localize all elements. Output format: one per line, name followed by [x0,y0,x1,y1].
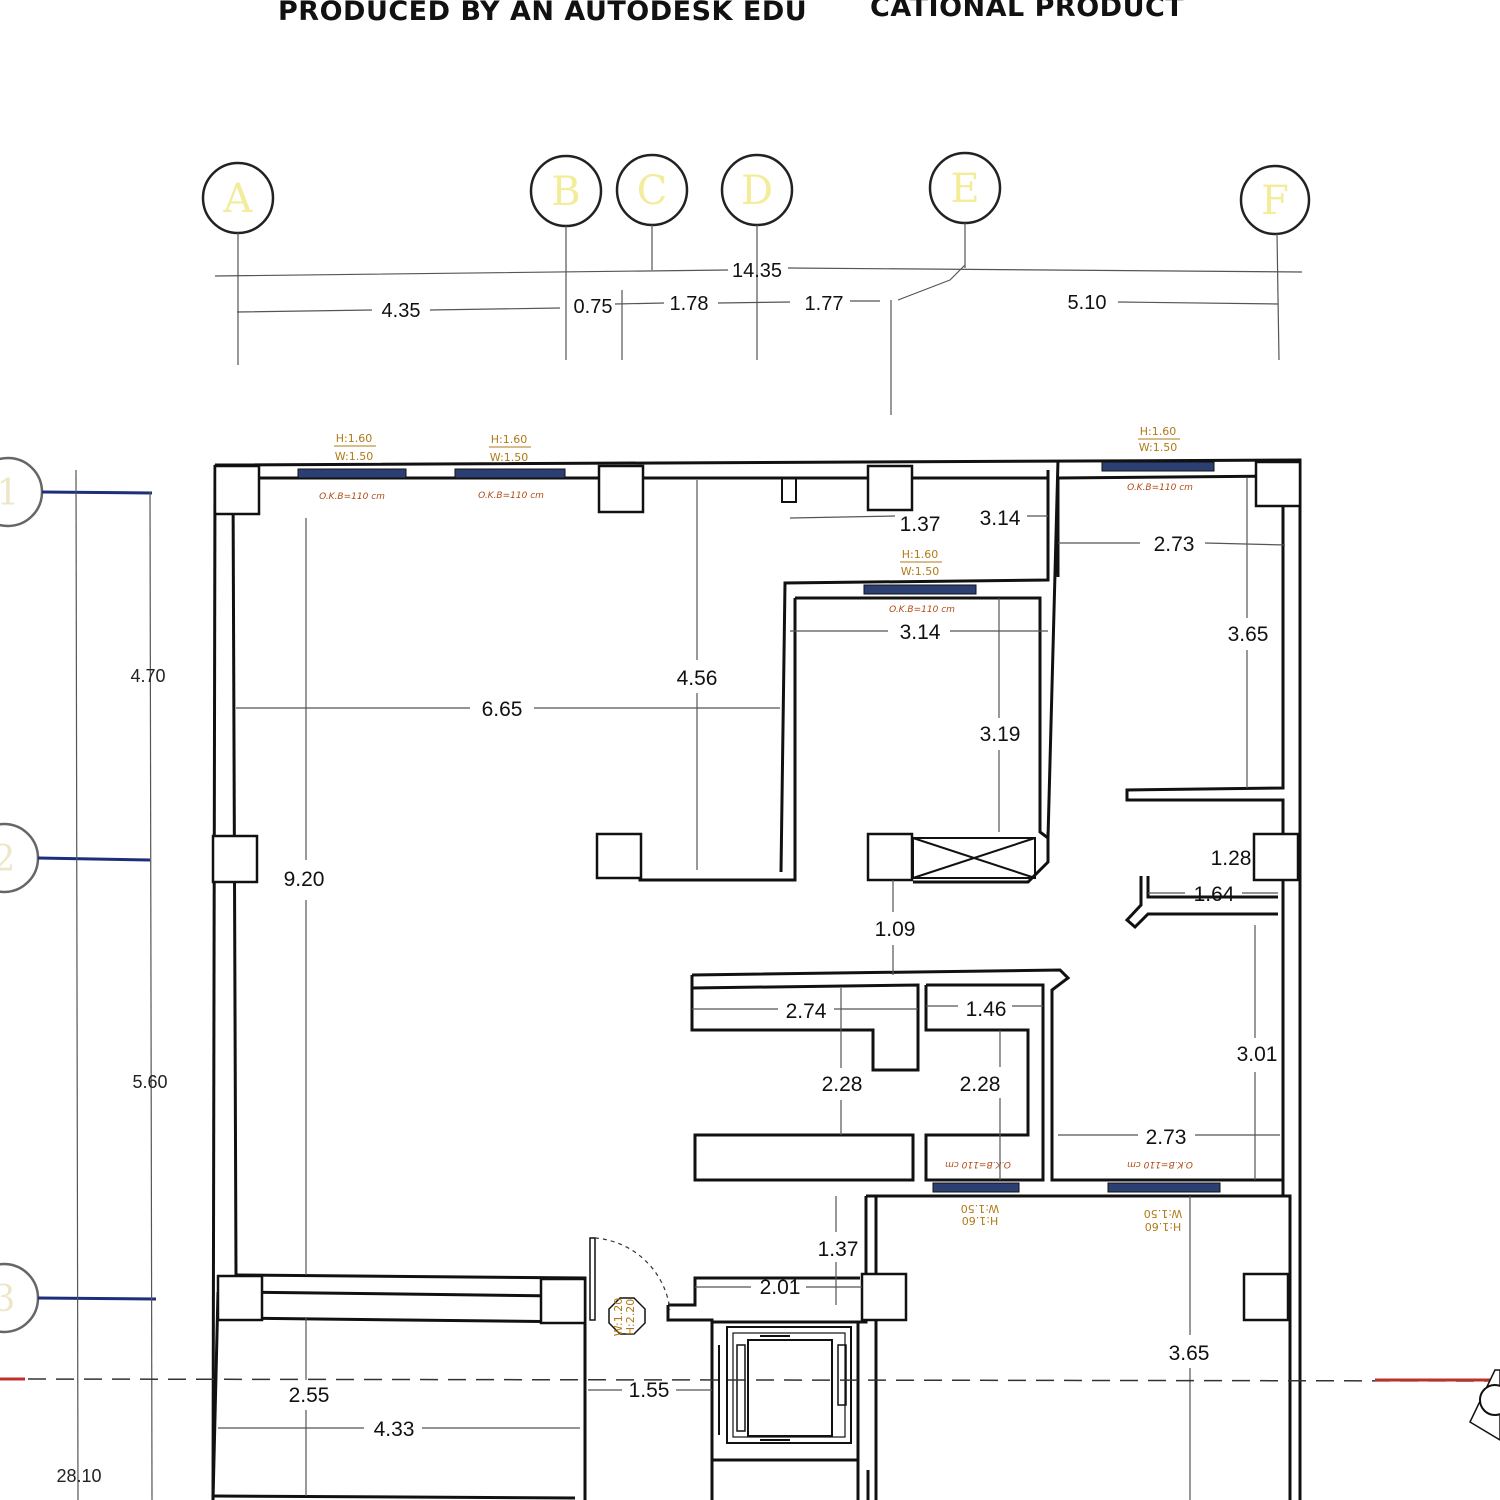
walls [211,458,1302,1500]
column [1252,832,1300,882]
door-tag-icon [608,1297,646,1335]
dim-d-e: 1.77 [805,293,844,315]
dim-corridor-top: 1.37 [900,513,941,536]
window-tag-height: H:1.60 [962,1214,998,1227]
window-tag-width: W:1.50 [335,450,373,463]
dim-bath2-width: 1.46 [966,998,1007,1021]
columns [211,460,1302,1325]
column [539,1277,587,1325]
windows [297,461,1221,1193]
dim-mid-room-height: 3.19 [980,723,1021,746]
column [216,1274,264,1322]
dim-bottom-left-width: 4.33 [374,1418,415,1441]
dim-lobby-height: 1.37 [818,1238,859,1261]
window [297,468,407,479]
dim-a-b: 4.35 [382,300,421,322]
column [866,464,914,512]
dim-ne-room-width: 2.73 [1154,533,1195,556]
grid-label-2: 2 [0,839,15,880]
column [1242,1272,1290,1322]
dim-e-f: 5.10 [1068,292,1107,314]
grid-label-1: 1 [0,473,19,514]
watermark-left: PRODUCED BY AN AUTODESK EDU [278,0,807,27]
window-tag-sill: O.K.B=110 cm [889,605,955,615]
dim-bottom-left-height: 2.55 [289,1384,330,1407]
dim-se-room-height: 3.01 [1237,1043,1278,1066]
dim-bath1-width: 2.74 [786,1000,827,1023]
grid-axis-columns: A B C D E F [201,151,1311,415]
window-tag-height: H:1.60 [1145,1220,1181,1233]
dim-bath1-height: 2.28 [822,1073,863,1096]
dim-hall-width: 1.64 [1194,883,1235,906]
dim-top-room-width: 3.14 [980,507,1021,530]
window-tag-height: H:1.60 [902,548,938,561]
interior-dimension-lines [218,478,1286,1500]
lift-icon [718,1326,852,1444]
window-tag-width: W:1.50 [490,451,528,464]
door-tag-height: H:2.20 [624,1299,637,1335]
window-tag-height: H:1.60 [491,433,527,446]
window-tag-width: W:1.50 [1139,441,1177,454]
window-tag-sill: O.K.B=110 cm [1127,1159,1193,1169]
dim-row-2-3: 5.60 [132,1072,167,1092]
window-tags: H:1.60 W:1.50 O.K.B=110 cm H:1.60 W:1.50… [319,425,1193,1233]
section-cut-line [0,1378,1500,1382]
dim-lobby-width: 2.01 [760,1276,801,1299]
grid-label-e: E [950,166,979,212]
grid-bubble-f [1239,164,1311,236]
dim-row-1-2: 4.70 [130,666,165,686]
dim-living-height: 9.20 [284,868,325,891]
dim-living-width: 6.65 [482,698,523,721]
window-tag-height: H:1.60 [336,432,372,445]
dim-small-wall: 1.28 [1211,847,1252,870]
watermark-right: CATIONAL PRODUCT [870,0,1184,23]
window [932,1182,1020,1193]
window-tag-sill: O.K.B=110 cm [945,1159,1011,1169]
column [1254,460,1302,508]
window [454,468,566,479]
grid-label-b: B [551,169,580,215]
column [213,464,261,516]
service-shaft [912,837,1036,879]
window-tag-width: W:1.50 [961,1202,999,1215]
grid-label-3: 3 [0,1279,15,1320]
dim-mid-room-width: 3.14 [900,621,941,644]
dim-total-left: 28.10 [56,1466,101,1486]
window [863,584,977,595]
entrance-door: W:1.20 H:2.20 [589,1237,671,1336]
dim-b-c: 0.75 [574,296,613,318]
window-tag-width: W:1.50 [1144,1207,1182,1220]
dim-passage: 1.09 [875,918,916,941]
grid-label-f: F [1261,178,1289,224]
grid-axis-rows: 1 2 3 [0,456,157,1500]
section-marker-icon [1469,1369,1500,1441]
top-dimension-chain: 14.35 4.35 0.75 1.78 1.77 5.10 [214,260,1303,322]
grid-label-a: A [223,176,254,222]
dim-stair-width: 1.55 [629,1379,670,1402]
dim-living-partition: 4.56 [677,667,718,690]
door-tag-width: W:1.20 [612,1298,625,1336]
column [595,832,643,880]
window-tag-sill: O.K.B=110 cm [1127,483,1193,493]
window-tag-width: W:1.50 [901,565,939,578]
dim-c-d: 1.78 [670,293,709,315]
dim-overall: 14.35 [732,260,782,282]
grid-label-c: C [637,168,668,214]
window-tag-sill: O.K.B=110 cm [478,491,544,501]
grid-label-d: D [741,168,773,214]
column [860,1272,908,1322]
window-tag-sill: O.K.B=110 cm [319,492,385,502]
dim-ne-room-height: 3.65 [1228,623,1269,646]
dim-bottom-room-height: 3.65 [1169,1342,1210,1365]
window [1107,1182,1221,1193]
column [866,832,914,882]
interior-dimensions: 6.65 9.20 4.56 1.37 3.14 3.14 3.19 2.73 … [284,507,1278,1441]
column [211,834,259,884]
window [1101,461,1215,472]
dim-bath2-height: 2.28 [960,1073,1001,1096]
column [597,464,645,514]
window-tag-height: H:1.60 [1140,425,1176,438]
dim-se-room-width: 2.73 [1146,1126,1187,1149]
